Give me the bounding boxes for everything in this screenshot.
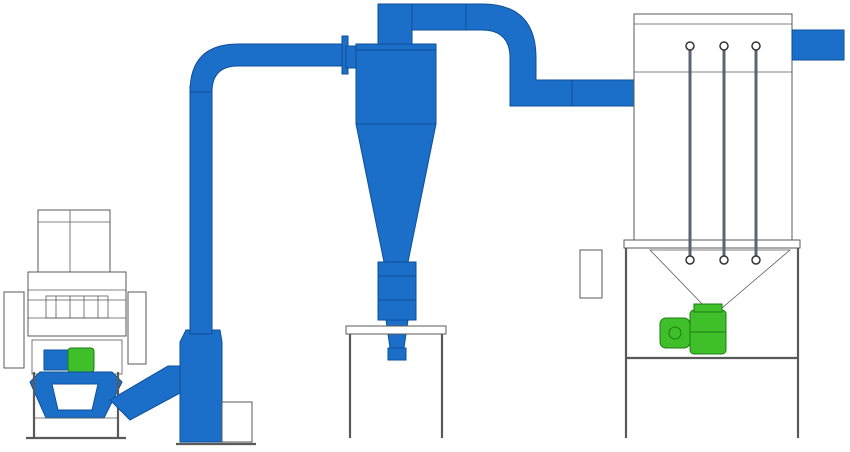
- granulator-machine-icon: [3, 209, 147, 440]
- valve-motor: [659, 317, 691, 349]
- granulator-motor: [67, 347, 95, 373]
- filter-outlet-duct: [791, 29, 845, 61]
- cyclone-dust-hopper: [377, 261, 417, 321]
- blower-housing: [179, 329, 223, 443]
- granulator-side-panel-right: [127, 291, 147, 365]
- rod-bottom-ring: [719, 255, 729, 265]
- cyclone-cone: [355, 123, 437, 263]
- blower-motor: [221, 401, 253, 443]
- rod-top-ring: [685, 41, 695, 51]
- cyclone-barrel: [355, 43, 437, 125]
- dust-collector-icon: [579, 13, 845, 438]
- granulator-motor-housing: [43, 349, 69, 371]
- granulator-body: [27, 271, 127, 337]
- rod-top-ring: [719, 41, 729, 51]
- filter-top-frame: [623, 239, 801, 249]
- granulator-side-panel-left: [3, 291, 25, 369]
- filter-side-box: [579, 249, 603, 299]
- riser-elbow: [189, 43, 347, 93]
- rotary-valve-motor-icon: [659, 303, 727, 355]
- rod-bottom-ring: [751, 255, 761, 265]
- blower-fan-icon: [176, 329, 256, 446]
- exhaust-duct: [411, 3, 635, 107]
- cyclone-outlet-pipe: [377, 3, 413, 45]
- rod-top-ring: [751, 41, 761, 51]
- rod-bottom-ring: [685, 255, 695, 265]
- cyclone-separator-icon: [345, 3, 447, 438]
- riser-duct: [189, 85, 213, 335]
- granulator-hopper: [37, 209, 111, 273]
- filter-housing: [633, 13, 793, 245]
- cyclone-stand-top: [345, 325, 447, 335]
